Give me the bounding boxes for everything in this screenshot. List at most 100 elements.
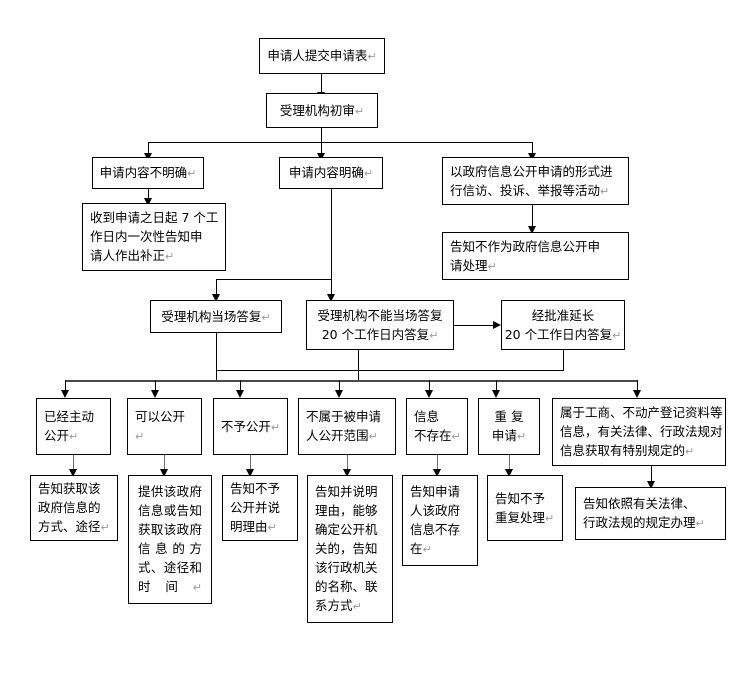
node-c5-line-1: 不存在↵	[414, 428, 461, 443]
node-r3-line-1: 公开并说	[230, 500, 281, 515]
connector-clear-split-bus	[216, 279, 332, 280]
node-result-provide-info[interactable]: 提供该政府 信息或告知 获取该政府 信息的方 式、途径和 时间↵	[128, 475, 212, 604]
paragraph-mark: ↵	[192, 581, 202, 594]
node-onsite-reply[interactable]: 受理机构当场答复↵	[150, 300, 282, 333]
connector-c3-to-r3	[250, 455, 251, 475]
node-condition-out-of-scope[interactable]: 不属于被申请 人公开范围↵	[298, 398, 396, 455]
paragraph-mark: ↵	[545, 511, 555, 525]
node-onsite-reply-line-0: 受理机构当场答复↵	[161, 308, 271, 324]
connector-clear-drop	[331, 189, 332, 279]
connector-submit-to-review	[321, 74, 322, 95]
paragraph-mark: ↵	[367, 50, 377, 63]
node-result-inform-access-method[interactable]: 告知获取该 政府信息的 方式、途径↵	[30, 475, 118, 541]
arrowhead-c7-to-r7	[647, 481, 655, 489]
connector-bus-to-c2	[155, 380, 156, 394]
node-condition-duplicate[interactable]: 重 复 申请↵	[478, 398, 540, 455]
paragraph-mark: ↵	[267, 521, 277, 534]
node-unclear[interactable]: 申请内容不明确↵	[92, 157, 204, 189]
arrowhead-bus-to-c1	[61, 390, 69, 398]
arrowhead-cannot-to-extended	[493, 321, 501, 329]
node-r2-line-4: 式、途径和	[138, 560, 202, 575]
arrowhead-c2-to-r2	[160, 469, 168, 477]
connector-c4-to-r4	[347, 455, 348, 475]
paragraph-mark: ↵	[261, 310, 271, 324]
node-result-no-repeat[interactable]: 告知不予 重复处理↵	[487, 475, 563, 541]
node-condition-already-disclosed[interactable]: 已经主动 公开↵	[36, 398, 111, 455]
connector-c7-to-r7	[651, 466, 652, 487]
connector-review-to-clear	[321, 142, 322, 157]
node-r1-line-1: 政府信息的	[38, 500, 101, 515]
node-extended[interactable]: 经批准延长 20 个工作日内答复↵	[501, 300, 625, 350]
connector-extended-drop	[563, 350, 564, 371]
connector-onsite-extended-join	[216, 370, 564, 371]
node-cannot-onsite[interactable]: 受理机构不能当场答复 20 个工作日内答复↵	[306, 300, 454, 350]
connector-cannot-drop	[358, 350, 359, 381]
node-extended-line-1: 20 个工作日内答复↵	[504, 326, 622, 342]
node-c2-line-1: ↵	[128, 426, 201, 446]
node-initial-review-line-0: 受理机构初审↵	[279, 102, 365, 118]
connector-clear-to-cannot	[331, 279, 332, 298]
paragraph-mark: ↵	[69, 430, 79, 443]
node-r2-line-2: 获取该政府	[138, 522, 202, 537]
node-c6-line-0: 重 复	[494, 409, 524, 424]
node-result-inform-not-exist[interactable]: 告知申请 人该政府 信息不存 在↵	[402, 475, 478, 566]
paragraph-mark: ↵	[516, 430, 527, 443]
arrowhead-bus-to-c7	[633, 390, 641, 398]
connector-bus-to-c4	[339, 380, 340, 394]
node-supplement[interactable]: 收到申请之日起 7 个工 作日内一次性告知申 请人作出补正↵	[82, 203, 226, 271]
node-supplement-line-0: 收到申请之日起 7 个工	[90, 210, 219, 225]
node-c4-line-1: 人公开范围↵	[306, 428, 378, 443]
node-r1-line-0: 告知获取该	[38, 481, 101, 496]
paragraph-mark: ↵	[352, 600, 362, 613]
arrowhead-bus-to-c6	[492, 390, 500, 398]
node-r5-line-1: 人该政府	[410, 503, 461, 518]
node-as-disclosure-form-line-1: 行信访、投诉、举报等活动↵	[450, 182, 610, 198]
node-r1-line-2: 方式、途径↵	[38, 519, 110, 534]
node-c2-line-0: 可以公开	[135, 409, 186, 424]
connector-bus-to-c3	[240, 380, 241, 394]
paragraph-mark: ↵	[165, 250, 175, 263]
node-r2-line-0: 提供该政府	[138, 484, 202, 499]
paragraph-mark: ↵	[354, 104, 365, 118]
node-r3-line-0: 告知不予	[230, 481, 281, 496]
arrowhead-bus-to-c4	[335, 390, 343, 398]
node-result-inform-authority[interactable]: 告知并说明 理由，能够 确定公开机 关的，告知 该行政机关 的名称、联 系方式↵	[307, 475, 393, 623]
paragraph-mark: ↵	[135, 430, 145, 443]
node-r2-line-1: 信息或告知	[138, 503, 202, 518]
node-result-per-regulation[interactable]: 告知依照有关法律、 行政法规的规定办理↵	[575, 487, 726, 540]
connector-clear-to-onsite	[216, 279, 217, 298]
node-r7-line-1: 行政法规的规定办理↵	[583, 515, 705, 530]
node-initial-review[interactable]: 受理机构初审↵	[266, 93, 378, 128]
node-clear[interactable]: 申请内容明确↵	[279, 157, 383, 189]
node-submit[interactable]: 申请人提交申请表↵	[259, 38, 385, 74]
node-c1-line-1: 公开↵	[44, 428, 79, 443]
node-condition-not-disclose[interactable]: 不予公开↵	[213, 398, 288, 455]
node-r5-line-2: 信息不存	[410, 522, 461, 537]
node-condition-not-exist[interactable]: 信息 不存在↵	[406, 398, 468, 455]
arrowhead-c5-to-r5	[433, 469, 441, 477]
paragraph-mark: ↵	[429, 328, 439, 342]
node-c7-line-2: 信息获取有特别规定的↵	[560, 443, 695, 458]
paragraph-mark: ↵	[363, 167, 374, 180]
node-as-disclosure-form[interactable]: 以政府信息公开申请的形式进 行信访、投诉、举报等活动↵	[442, 157, 629, 205]
node-c5-line-0: 信息	[414, 409, 440, 424]
node-result-refuse-with-reason[interactable]: 告知不予 公开并说 明理由↵	[222, 475, 298, 541]
paragraph-mark: ↵	[368, 430, 378, 443]
node-unclear-line-0: 申请内容不明确↵	[99, 165, 197, 180]
arrowhead-bus-to-c5	[425, 390, 433, 398]
node-condition-can-disclose[interactable]: 可以公开 ↵	[127, 398, 202, 455]
node-not-treated[interactable]: 告知不作为政府信息公开申 请处理↵	[442, 232, 629, 280]
connector-review-bus	[148, 142, 533, 143]
arrowhead-c6-to-r6	[505, 469, 513, 477]
node-c7-line-0: 属于工商、不动产登记资料等	[560, 405, 723, 420]
node-c3-line-0: 不予公开↵	[220, 418, 281, 434]
paragraph-mark: ↵	[695, 517, 705, 530]
connector-activity-to-nottreated	[532, 205, 533, 232]
node-condition-special-regulation[interactable]: 属于工商、不动产登记资料等 信息，有关法律、行政法规对 信息获取有特别规定的↵	[552, 398, 726, 466]
node-r4-line-3: 关的，告知	[315, 541, 378, 556]
node-r4-line-2: 确定公开机	[315, 522, 378, 537]
node-r4-line-5: 的名称、联	[315, 579, 378, 594]
connector-c6-to-r6	[509, 455, 510, 475]
node-supplement-line-1: 作日内一次性告知申	[90, 229, 203, 244]
